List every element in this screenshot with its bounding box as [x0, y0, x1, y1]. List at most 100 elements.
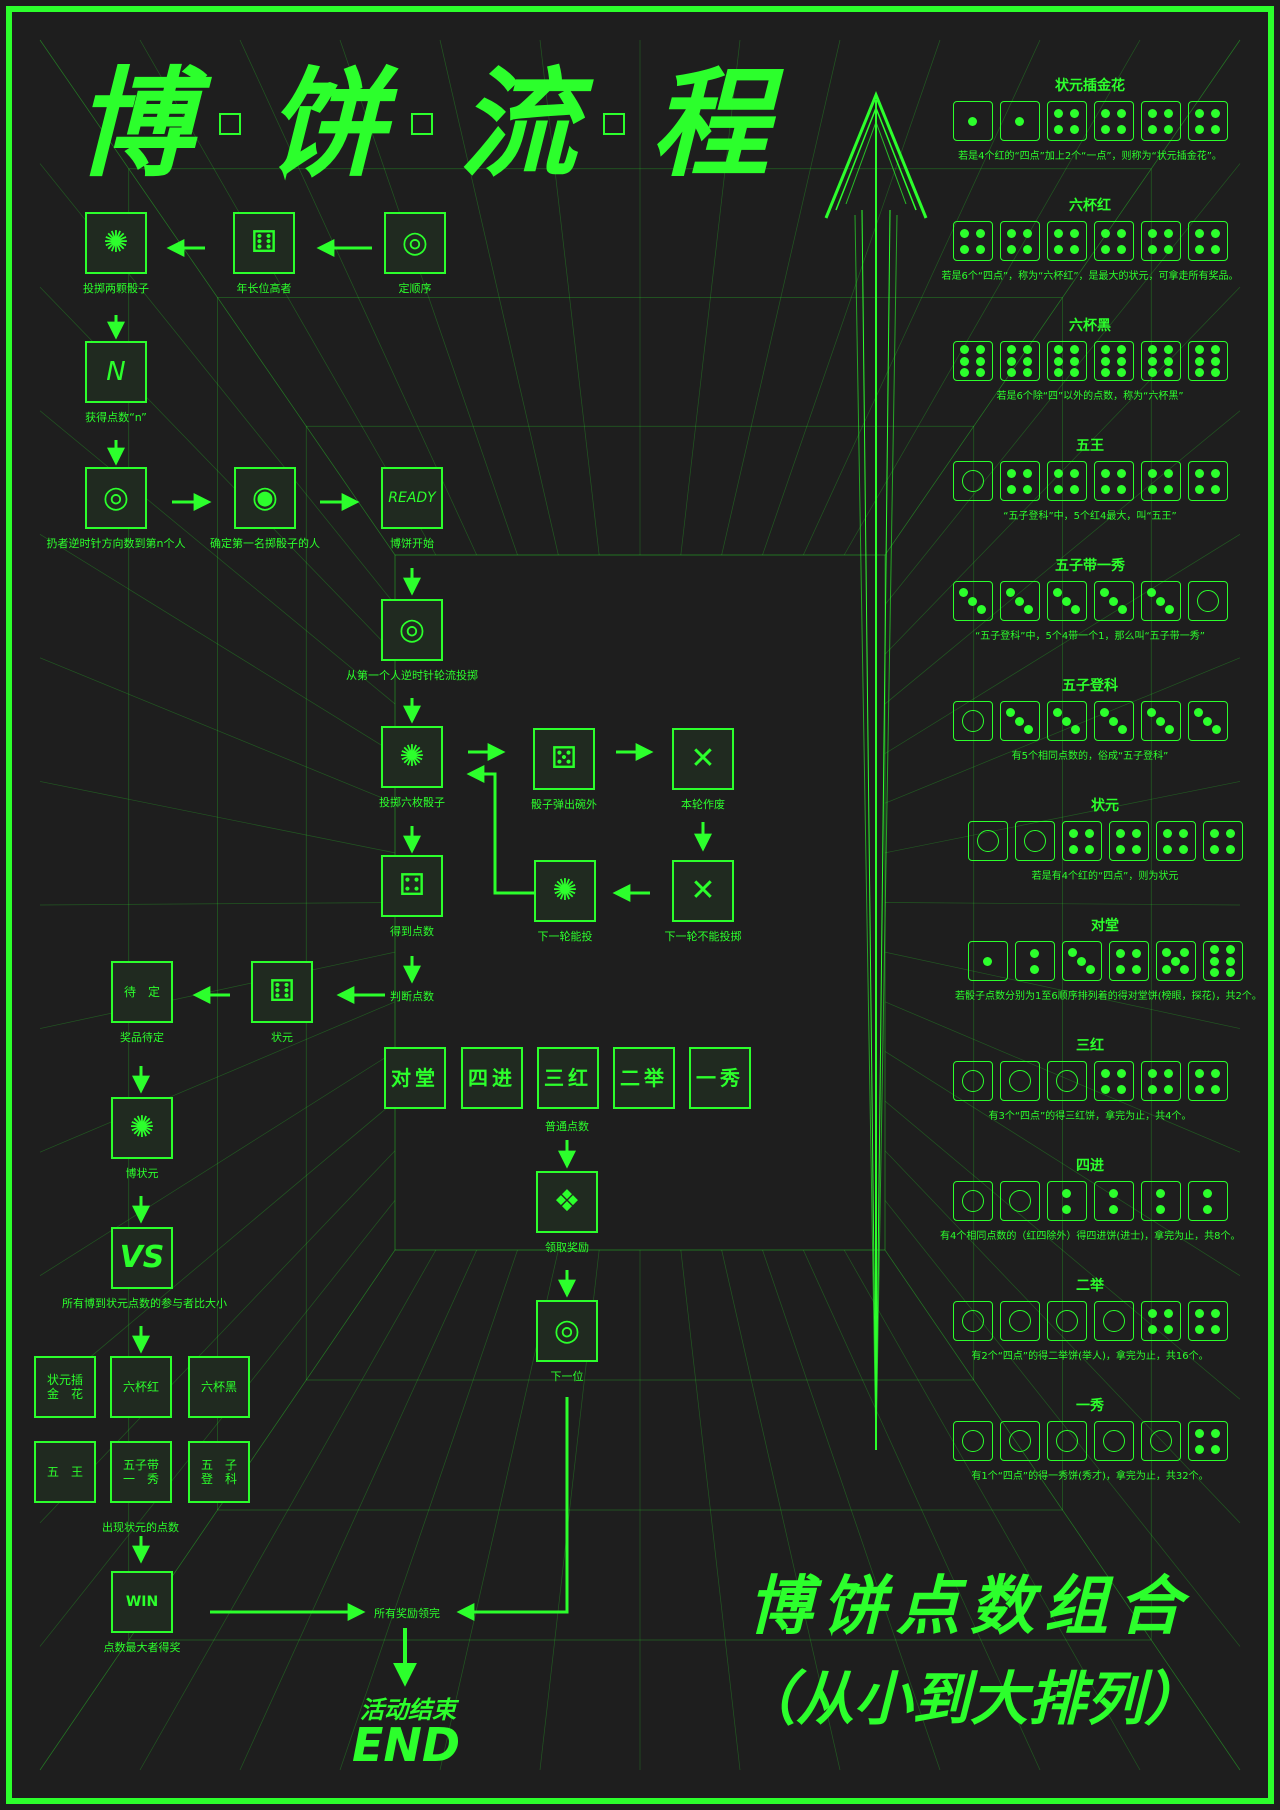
die-2-icon [1187, 1181, 1228, 1221]
die-pip [1211, 1308, 1220, 1318]
combo-3: 五王“五子登科”中，5个红4最大，叫“五王” [940, 435, 1240, 522]
combo-11: 一秀有1个“四点”的得一秀饼(秀才)，拿完为止，共32个。 [940, 1395, 1240, 1482]
die-pip [1085, 844, 1094, 854]
champion-type-box: 五 王 [34, 1441, 96, 1503]
grid-line [884, 951, 1241, 1029]
die-pip [960, 367, 969, 377]
die-3-icon [1140, 701, 1181, 741]
die-pip [1195, 367, 1204, 377]
die-pip [1054, 124, 1063, 134]
dice-row [940, 1061, 1240, 1101]
die-pip [1195, 124, 1204, 134]
die-pip [1070, 124, 1079, 134]
die-pip [1101, 108, 1110, 118]
die-pip [1210, 828, 1219, 838]
node-elder: ⚅ 年长位高者 [184, 212, 344, 296]
combo-desc: 有2个“四点”的得二举饼(举人)，拿完为止，共16个。 [971, 1351, 1209, 1362]
die-pip [1007, 468, 1016, 478]
die-pip [1062, 596, 1071, 606]
die-ring [1149, 1430, 1172, 1452]
die-pip [968, 116, 977, 126]
combo-name: 状元 [1091, 798, 1119, 814]
die-pip [1085, 965, 1095, 975]
die-pip [1211, 228, 1220, 238]
die-2-icon [1093, 1181, 1134, 1221]
node-can-throw: ✺ 下一轮能投 [485, 860, 645, 944]
die-pip [1195, 1428, 1204, 1438]
die-pip [1148, 228, 1157, 238]
normal-type-box: 四进 [461, 1047, 523, 1109]
die-pip [1062, 1204, 1071, 1214]
die-pip [1006, 707, 1016, 717]
die-pip [1070, 468, 1079, 478]
die-ring [961, 710, 984, 732]
round-table-icon: ◎ [85, 467, 147, 529]
combo-desc: “五子登科”中，5个4带一个1，那么叫“五子带一秀” [975, 631, 1205, 642]
dice-row [940, 1301, 1240, 1341]
dice-separator-icon [219, 112, 242, 135]
combo-1: 六杯红若是6个“四点”，称为“六杯红”，是最大的状元，可拿走所有奖品。 [940, 195, 1240, 282]
combos-title: 博饼点数组合 [748, 1570, 1192, 1644]
die-4-icon [1187, 221, 1228, 261]
die-pip [1164, 1324, 1173, 1334]
normal-type-box: 三红 [537, 1047, 599, 1109]
grid-line [884, 657, 1241, 804]
die-2-icon [1014, 941, 1055, 981]
die-pip [1211, 367, 1220, 377]
die-6-icon [1202, 941, 1243, 981]
dice-out-icon: ⚄ [533, 728, 595, 790]
grid-line [884, 1200, 1241, 1647]
grid-line [39, 533, 396, 754]
die-ring [961, 1190, 984, 1212]
blank-die-icon [999, 1061, 1040, 1101]
die-pip [1211, 484, 1220, 494]
die-pip [1101, 367, 1110, 377]
label-judge-points: 判断点数 [390, 990, 434, 1003]
die-pip [1007, 228, 1016, 238]
die-pip [1116, 828, 1125, 838]
blank-die-icon [1140, 1421, 1181, 1461]
title-char: 流 [459, 55, 578, 193]
grid-line [843, 39, 1141, 556]
die-pip [1015, 116, 1024, 126]
die-pip [1211, 725, 1221, 735]
die-pip [1116, 948, 1125, 958]
die-ring [1196, 590, 1219, 612]
die-pip [1164, 244, 1173, 254]
die-pip [1156, 716, 1165, 726]
die-3-icon [952, 581, 993, 621]
blank-die-icon [952, 461, 993, 501]
die-pip [1195, 468, 1204, 478]
die-pip [976, 228, 985, 238]
round-table-icon: ◎ [536, 1300, 598, 1362]
die-pip [1147, 587, 1157, 597]
label-normal-points: 普通点数 [545, 1120, 589, 1133]
blank-die-icon [1046, 1061, 1087, 1101]
die-pip [976, 356, 985, 366]
die-pip [1195, 1084, 1204, 1094]
node-prize-pending: 待 定 奖品待定 [62, 961, 222, 1045]
die-pip [1211, 345, 1220, 355]
dice-row [955, 821, 1255, 861]
die-pip [1148, 356, 1157, 366]
die-pip [1211, 356, 1220, 366]
node-get-n: N 获得点数“n” [36, 341, 196, 425]
grid-line [884, 410, 1241, 705]
die-pip [1109, 1188, 1118, 1198]
die-pip [1085, 828, 1094, 838]
combo-desc: 若骰子点数分别为1至6顺序排列着的得对堂饼(榜眼，探花)，共2个。 [955, 991, 1262, 1002]
grid-line [239, 1249, 477, 1771]
combo-name: 六杯黑 [1069, 318, 1111, 334]
title-char: 程 [651, 55, 770, 193]
die-pip [1226, 828, 1235, 838]
blank-die-icon [1046, 1421, 1087, 1461]
die-pip [1117, 108, 1126, 118]
dice-throw-icon: ✺ [534, 860, 596, 922]
die-pip [1062, 716, 1071, 726]
die-pip [1023, 484, 1032, 494]
die-pip [1195, 228, 1204, 238]
grid-line [339, 1249, 518, 1771]
node-count-n: ◎ 扔者逆时针方向数到第n个人 [36, 467, 196, 551]
die-pip [1163, 828, 1172, 838]
